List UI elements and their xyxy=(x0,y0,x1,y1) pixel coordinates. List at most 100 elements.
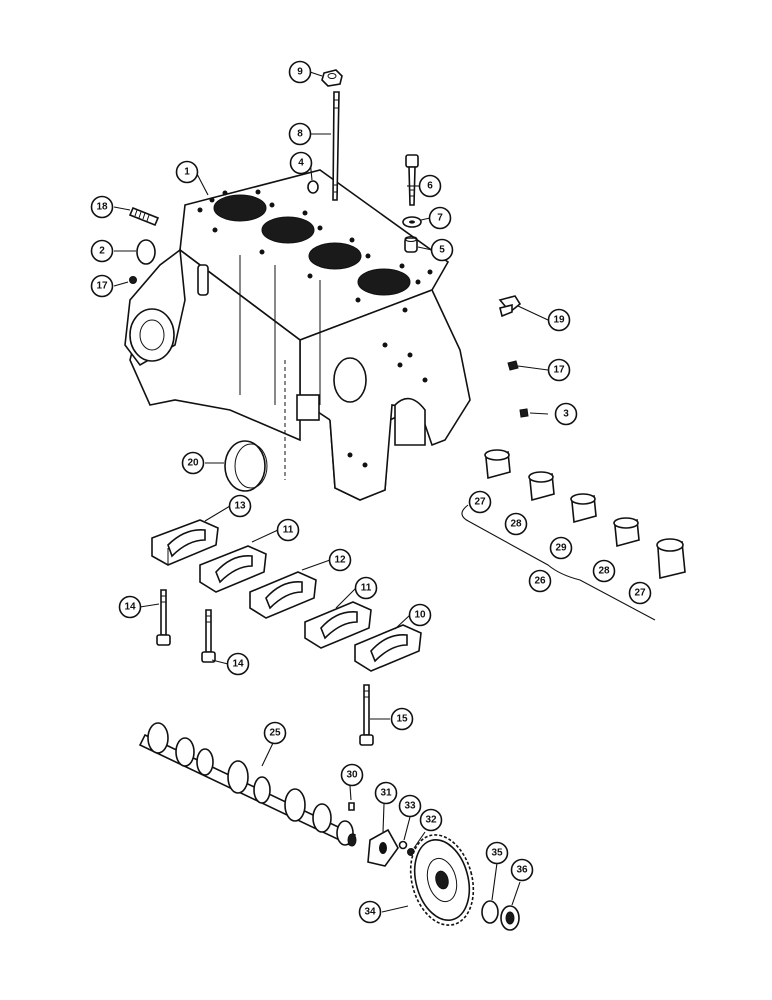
callout-6: 6 xyxy=(418,174,442,198)
callout-number: 25 xyxy=(269,728,281,739)
callout-circle xyxy=(90,239,114,263)
callout-circle xyxy=(428,206,452,230)
stud-8 xyxy=(332,91,340,201)
callout-30: 30 xyxy=(340,763,364,787)
callout-circle xyxy=(547,308,571,332)
callout-circle xyxy=(228,494,252,518)
callout-31: 31 xyxy=(374,781,398,805)
callout-number: 5 xyxy=(439,245,445,256)
callout-number: 36 xyxy=(516,865,528,876)
callout-32: 32 xyxy=(419,808,443,832)
bolt-6 xyxy=(405,154,419,206)
bearing-28-a xyxy=(528,471,555,502)
callout-20: 20 xyxy=(181,451,205,475)
callout-3: 3 xyxy=(554,402,578,426)
callout-11: 11 xyxy=(354,576,378,600)
callout-number: 9 xyxy=(297,67,303,78)
callout-14: 14 xyxy=(118,595,142,619)
callout-17: 17 xyxy=(547,358,571,382)
leader-lines xyxy=(113,71,549,913)
bearing-28-b xyxy=(613,517,640,548)
key-30 xyxy=(348,802,355,811)
callout-number: 33 xyxy=(404,801,416,812)
callout-1: 1 xyxy=(175,160,199,184)
callout-27: 27 xyxy=(628,581,652,605)
callout-bubbles: 1234567891011111213141415171718192025262… xyxy=(90,60,652,924)
callout-number: 13 xyxy=(234,501,246,512)
callout-17: 17 xyxy=(90,274,114,298)
callout-circle xyxy=(288,60,312,84)
callout-circle xyxy=(90,195,114,219)
callout-circle xyxy=(358,900,382,924)
callout-circle xyxy=(328,548,352,572)
callout-9: 9 xyxy=(288,60,312,84)
main-bearing-cap-11-a xyxy=(199,545,267,593)
callout-number: 14 xyxy=(232,659,244,670)
bearing-27-b xyxy=(656,538,686,579)
callout-number: 28 xyxy=(510,519,522,530)
callout-10: 10 xyxy=(408,603,432,627)
callout-number: 35 xyxy=(491,848,503,859)
callout-19: 19 xyxy=(547,308,571,332)
main-bearing-cap-10 xyxy=(354,624,422,672)
callout-number: 17 xyxy=(553,365,565,376)
callout-circle xyxy=(181,451,205,475)
callout-circle xyxy=(354,576,378,600)
callout-number: 28 xyxy=(598,566,610,577)
callout-2: 2 xyxy=(90,239,114,263)
nut-36 xyxy=(500,905,520,931)
callout-number: 11 xyxy=(361,583,372,594)
cap-bolt-14-a xyxy=(156,589,171,646)
callout-circle xyxy=(340,763,364,787)
thrust-plate-31 xyxy=(367,828,399,867)
callout-number: 27 xyxy=(634,588,646,599)
callout-number: 2 xyxy=(99,246,105,257)
callout-number: 14 xyxy=(124,602,136,613)
callout-number: 15 xyxy=(396,714,408,725)
stud-18 xyxy=(128,206,160,227)
callout-number: 1 xyxy=(184,167,190,178)
callout-circle xyxy=(90,274,114,298)
plug-17-right xyxy=(507,360,519,371)
callout-number: 6 xyxy=(427,181,433,192)
callout-13: 13 xyxy=(228,494,252,518)
callout-circle xyxy=(628,581,652,605)
callout-8: 8 xyxy=(288,122,312,146)
callout-number: 11 xyxy=(283,525,294,536)
callout-number: 17 xyxy=(96,281,108,292)
callout-5: 5 xyxy=(430,238,454,262)
callout-18: 18 xyxy=(90,195,114,219)
callout-number: 30 xyxy=(346,770,358,781)
cam-bearings-set xyxy=(461,449,686,621)
dowel-4 xyxy=(307,180,319,194)
callout-number: 18 xyxy=(96,202,108,213)
camshaft-gear-34 xyxy=(409,834,475,926)
callout-number: 34 xyxy=(364,907,376,918)
callout-number: 4 xyxy=(298,158,304,169)
callout-26: 26 xyxy=(528,569,552,593)
main-bearing-cap-12 xyxy=(249,571,317,619)
washer-35 xyxy=(481,900,499,924)
callout-circle xyxy=(263,721,287,745)
bearing-29 xyxy=(570,493,597,524)
callout-number: 10 xyxy=(414,610,426,621)
callout-11: 11 xyxy=(276,518,300,542)
callout-circle xyxy=(398,794,422,818)
callout-circle xyxy=(226,652,250,676)
callout-number: 7 xyxy=(437,213,443,224)
callout-circle xyxy=(528,569,552,593)
main-bearing-cap-13 xyxy=(151,519,219,566)
callout-number: 27 xyxy=(474,497,486,508)
callout-circle xyxy=(510,858,534,882)
callout-circle xyxy=(485,841,509,865)
callout-circle xyxy=(468,490,492,514)
callout-circle xyxy=(175,160,199,184)
callout-circle xyxy=(554,402,578,426)
callout-circle xyxy=(549,536,573,560)
callout-number: 20 xyxy=(187,458,199,469)
cap-bolt-15 xyxy=(359,684,374,746)
callout-circle xyxy=(547,358,571,382)
callout-33: 33 xyxy=(398,794,422,818)
fitting-19 xyxy=(498,295,522,318)
callout-number: 19 xyxy=(553,315,565,326)
